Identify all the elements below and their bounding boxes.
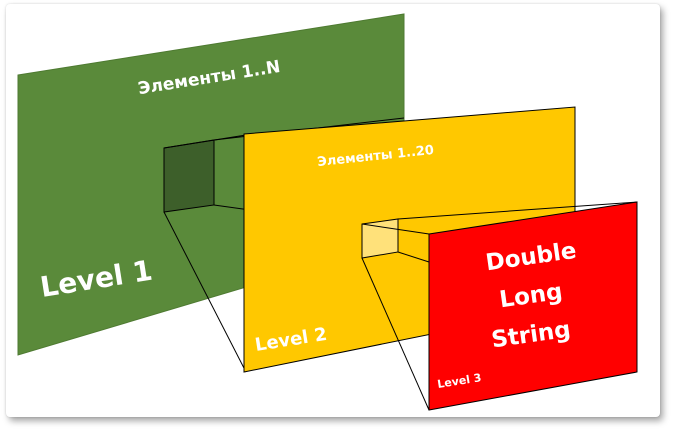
level3-panel — [428, 201, 638, 411]
level2-to-level3-connectors — [361, 201, 638, 411]
level2-zoom-window — [362, 219, 398, 258]
level1-zoom-window — [164, 140, 214, 212]
